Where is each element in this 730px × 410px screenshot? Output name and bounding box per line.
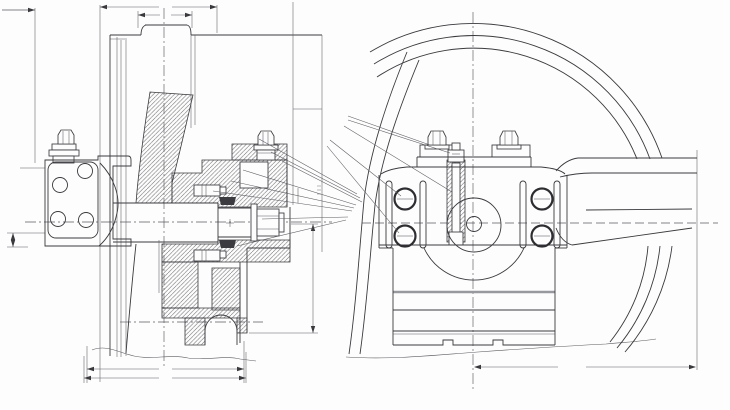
- bolt-washer-left-front: [424, 144, 450, 150]
- housing-bolt-hole-bl: [393, 224, 417, 248]
- housing-spring-pocket: [239, 161, 269, 189]
- tyre-arc-inner-bottom: [609, 245, 649, 343]
- dim-flange-width-arrow: [138, 12, 145, 18]
- tie-rod-nut: [447, 149, 465, 163]
- tyre-arc-inner-top: [376, 47, 638, 160]
- housing-bolt-hole-tr: [530, 187, 554, 211]
- flange-right: [186, 24, 192, 36]
- tyre-arc-mid-top: [373, 35, 651, 160]
- dim-hub-bore-1-arrow: [237, 366, 244, 372]
- ground-line: [345, 338, 657, 359]
- break-line: [91, 347, 257, 362]
- dim-bracket-offset-arrow: [10, 233, 16, 240]
- dim-left-overhang-arrow: [28, 7, 35, 13]
- cap-bolt-head-right-front: [499, 130, 519, 146]
- bracket-cast-curve: [98, 162, 119, 247]
- dim-housing-height-arrow: [310, 326, 316, 333]
- cap-bolt-head-left-front: [427, 130, 447, 146]
- leader-line: [261, 216, 349, 220]
- bracket-boss: [52, 155, 75, 164]
- grease-bolt-bottom-tip: [219, 250, 227, 259]
- housing-shoulder-right: [540, 166, 566, 175]
- leader-line: [343, 125, 453, 193]
- axle-end-bolt-head: [256, 208, 280, 237]
- leader-line: [329, 139, 402, 197]
- slot-far-left: [385, 180, 393, 249]
- leader-line: [326, 145, 400, 234]
- bracket-plate: [47, 161, 99, 239]
- arm-bottom-edge: [571, 227, 693, 246]
- arm-left-cap: [555, 227, 573, 246]
- hub-large-arc: [423, 247, 525, 281]
- leader-line: [212, 190, 353, 212]
- dim-hub-bore-1-arrow: [87, 366, 94, 372]
- slot-far-right: [553, 180, 561, 249]
- tie-rod-tip: [451, 142, 461, 151]
- web-arch-hole: [204, 314, 238, 345]
- housing-bolt-hole-br: [530, 224, 554, 248]
- leader-line: [258, 138, 358, 195]
- leader-line: [281, 160, 363, 203]
- web-lower-left-face: [125, 243, 137, 354]
- grease-bolt-top-tip: [219, 186, 227, 195]
- housing-bottom-notched: [393, 339, 555, 346]
- hub-circle: [446, 197, 502, 253]
- bearing-rollers-bottom: [219, 240, 236, 248]
- web-lower-left-section: [161, 261, 199, 309]
- hub-center-hole: [466, 216, 482, 232]
- axle-end-bolt-cap: [278, 212, 285, 233]
- arch-right-section: [236, 317, 248, 334]
- leader-line: [230, 180, 355, 209]
- dim-rim-width-arrow: [100, 4, 107, 10]
- dim-bracket-offset-arrow: [10, 240, 16, 247]
- bolt-washer-right-front: [496, 144, 522, 150]
- fork-outer-edge: [348, 51, 408, 355]
- slot-right: [519, 180, 527, 249]
- leader-line: [347, 119, 451, 154]
- hub-lower-right-section: [211, 267, 241, 311]
- bracket-hole-3: [50, 211, 66, 227]
- tyre-arc-mid-bottom: [616, 245, 661, 349]
- leader-line: [347, 115, 431, 146]
- leader-line: [270, 151, 361, 199]
- dimension-layer: [2, 4, 696, 381]
- flange-left: [140, 24, 147, 36]
- bracket-hole-1: [77, 163, 93, 179]
- dim-rim-width-arrow: [210, 4, 217, 10]
- fork-inner-edge: [359, 59, 420, 355]
- bearing-rollers-top: [219, 197, 236, 205]
- bracket-outline: [44, 155, 132, 247]
- slot-left: [419, 180, 427, 249]
- outline-layer: [2, 2, 698, 383]
- arch-left-section: [184, 317, 206, 346]
- grease-bolt-bottom-body: [193, 249, 221, 262]
- dim-arm-length-arrow: [474, 364, 481, 370]
- bracket-bolt-head: [57, 129, 75, 145]
- arm-top-edge: [555, 157, 697, 172]
- bracket-hole-2: [52, 177, 68, 193]
- leader-line: [242, 169, 357, 206]
- bracket-washer-1: [51, 143, 77, 151]
- arm-inner-top: [559, 172, 697, 178]
- housing-bolt-hole-tl: [393, 187, 417, 211]
- dim-hub-bore-2-arrow: [239, 375, 246, 381]
- dim-arm-length-arrow: [689, 364, 696, 370]
- dim-flange-width-arrow: [185, 12, 192, 18]
- cap-bolt-head-section: [257, 130, 275, 146]
- axle-end-washer: [250, 203, 258, 242]
- housing-shoulder-left: [380, 166, 408, 175]
- tyre-arc-outer-bottom: [624, 245, 673, 353]
- bracket-hole-4: [78, 212, 94, 228]
- bracket-washer-2: [48, 149, 80, 157]
- edge-line: [585, 208, 693, 211]
- cap-nut-section: [256, 149, 276, 161]
- section-hatch-layer: [135, 91, 466, 346]
- dim-hub-bore-2-arrow: [84, 375, 91, 381]
- leader-line: [236, 219, 347, 247]
- dim-housing-height-arrow: [310, 224, 316, 231]
- grease-bolt-top-body: [193, 184, 221, 197]
- tyre-arc-outer-top: [369, 23, 663, 159]
